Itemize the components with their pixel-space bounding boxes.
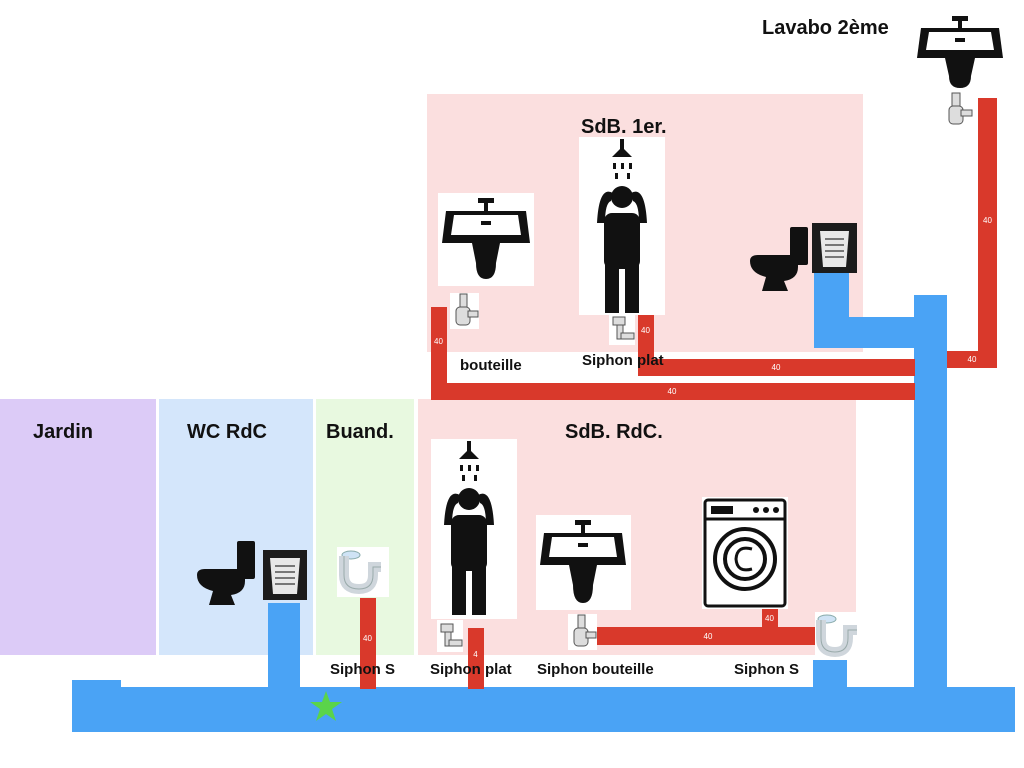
sink-icon [915, 14, 1005, 92]
washer-vertical-pipe [762, 608, 778, 645]
s-trap-icon [609, 313, 635, 345]
pipe-size-shower-1er-vertical: 40 [641, 326, 650, 335]
room-label-wc-rdc: WC RdC [187, 421, 267, 443]
room-label-jardin: Jardin [33, 421, 94, 443]
siphon-label-plat-1er: Siphon plat [582, 352, 664, 369]
lavabo-1er-horizontal-pipe [431, 383, 915, 400]
pipe-size-lavabo-2eme-horizontal: 40 [967, 355, 977, 364]
vertical-stack-pipe [914, 295, 947, 690]
pipe-size-lavabo-1er-vertical: 40 [434, 337, 443, 346]
toilet-icon [195, 539, 259, 607]
shower-rdc-vertical-pipe [468, 628, 484, 689]
shower-icon [597, 139, 647, 313]
sink-icon [540, 520, 626, 603]
lavabo-2eme-vertical-pipe [978, 98, 997, 368]
star-icon [309, 690, 343, 722]
shower-1er-horizontal-pipe [638, 359, 915, 376]
pipe-size-buand-vertical: 40 [363, 634, 372, 643]
siphon-label-s-rdc: Siphon S [734, 661, 799, 678]
pipe-size-lavabo-1er-horizontal: 40 [667, 387, 677, 396]
room-label-buanderie: Buand. [326, 421, 394, 443]
s-trap-icon [437, 620, 463, 652]
macerator-icon [263, 550, 307, 600]
washer-drain-pipe [813, 660, 847, 690]
siphon-label-bouteille-rdc: Siphon bouteille [537, 661, 654, 678]
sink-icon [442, 198, 530, 279]
pipe-size-lavabo-2eme-vertical: 40 [983, 216, 992, 225]
pipe-size-washer-vertical: 40 [765, 614, 774, 623]
shower-icon [444, 441, 494, 615]
macerator-icon [812, 223, 857, 273]
pipe-size-shower-1er-horizontal: 40 [771, 363, 781, 372]
buand-vertical-pipe [360, 598, 376, 689]
main-drain-pipe [72, 687, 1015, 732]
s-trap-icon [815, 612, 863, 660]
main-drain-pipe-left-stub [72, 680, 121, 690]
room-label-lavabo-2eme: Lavabo 2ème [762, 17, 889, 39]
pipe-size-shower-rdc-vertical: 4 [473, 650, 478, 659]
sdb-rdc-sink-tile [536, 515, 631, 610]
sdb-rdc-shower-tile [431, 439, 517, 619]
bottle-trap-icon [450, 293, 479, 329]
lavabo-1er-vertical-pipe [431, 307, 447, 400]
wc-rdc-drain-pipe [268, 603, 300, 729]
washing-machine-icon [703, 498, 787, 608]
s-trap-icon [337, 547, 389, 597]
sdb-1er-shower-tile [579, 137, 665, 315]
room-label-sdb-1er: SdB. 1er. [581, 116, 667, 138]
bottle-trap-icon [943, 92, 973, 126]
siphon-label-bouteille-1er: bouteille [460, 357, 522, 374]
toilet-icon [748, 225, 812, 293]
room-jardin [0, 399, 156, 655]
pipe-size-rdc-horizontal: 40 [703, 632, 713, 641]
bottle-trap-icon [568, 614, 597, 650]
lavabo-2eme-horizontal-pipe [947, 351, 997, 368]
siphon-label-plat-rdc: Siphon plat [430, 661, 512, 678]
sdb-1er-sink-tile [438, 193, 534, 286]
room-label-sdb-rdc: SdB. RdC. [565, 421, 663, 443]
siphon-label-s-buanderie: Siphon S [330, 661, 395, 678]
washing-machine-tile [702, 497, 788, 609]
wc-1er-connector-pipe [814, 317, 924, 348]
